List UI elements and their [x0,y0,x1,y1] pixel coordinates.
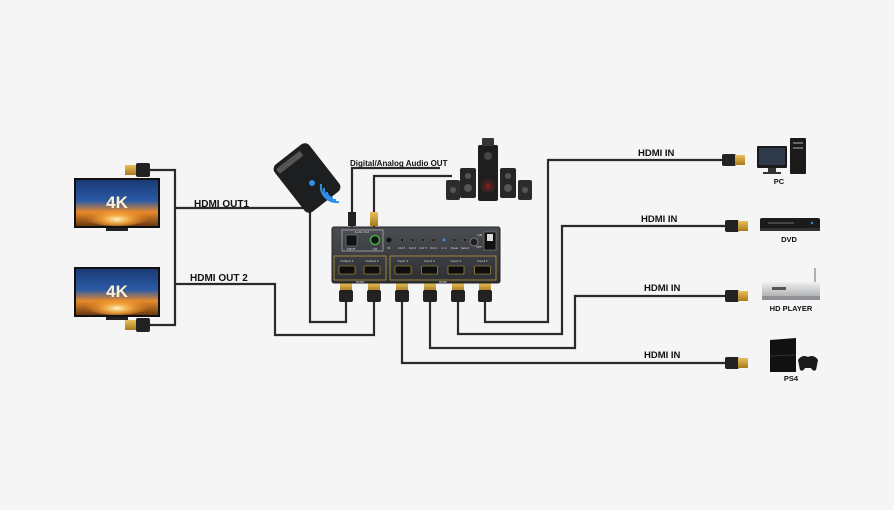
cable-input2-dvd [456,224,728,336]
hdmi-plug-pc [722,154,745,166]
cable-input1-pc [483,158,725,324]
speaker-system [446,138,532,201]
panel-ir-label: IR [388,246,391,250]
label-hdmi-out1: HDMI OUT1 [194,199,249,210]
hdmi-ports: Output 1 Output 2 Input 4 Input 3 Input 2 Inp… [338,259,491,275]
status-led-label: Power [451,246,460,250]
hdmi-plug-in1 [478,283,492,302]
panel-spdif-label: SPDIF [347,247,356,251]
output-port-label: Output 2 [365,259,378,263]
cable-tv-link [148,168,177,327]
remote-control [273,143,341,213]
status-led-label: Select [461,246,469,250]
ir-receiver [386,237,392,243]
input-hdmi-port[interactable] [474,265,491,275]
device-label-ps4: PS4 [784,374,799,383]
tv-top-4k-text: 4K [106,193,128,212]
input-port-label: Input 1 [477,259,488,263]
wireless-signal-icon [319,183,340,204]
panel-audio-out-title: Audio Out [355,230,371,234]
cable-hdmi-out1 [175,206,348,324]
status-led-label: Out 1 [398,246,406,250]
hdmi-plug-dvd [725,220,748,232]
dvd-device [760,218,820,231]
status-led-label: Out 4 [430,246,438,250]
ps4-device [769,338,818,372]
hdmi-plug-in3 [423,283,437,302]
hdmi-plug-ps4 [725,357,748,369]
power-on-label: ON [477,233,482,237]
select-button[interactable] [469,237,479,247]
panel-hdmi-in-caption: HDMI [439,280,447,284]
status-led [400,238,404,242]
device-label-dvd: DVD [781,235,797,244]
input-port-label: Input 2 [451,259,462,263]
status-led-label: Out 2 [409,246,417,250]
status-led [463,238,467,242]
audio-plug-analog [370,212,378,226]
label-hdmi-in-pc: HDMI IN [638,148,675,159]
hdmi-plugs [125,154,748,369]
status-led [431,238,436,242]
power-off-label: OFF [476,245,482,249]
hdmi-plug-hdplayer [725,290,748,302]
status-led [421,238,425,242]
status-led-label: In 1 [442,246,447,250]
panel-hdmi-out-caption: HDMI [356,280,364,284]
cable-input4-ps4 [400,300,728,365]
cable-hdmi-out2 [175,282,376,337]
status-led [452,238,457,242]
device-label-pc: PC [774,177,785,186]
label-hdmi-out2: HDMI OUT 2 [190,273,248,284]
output-hdmi-port[interactable] [363,265,381,275]
status-led [442,238,446,242]
hdmi-plug-in4 [395,283,409,302]
status-led [410,238,415,242]
cable-input3-hdplayer [428,294,728,350]
pc-device [757,138,806,174]
output-hdmi-port[interactable] [338,265,356,275]
status-led-label: Out 3 [419,246,427,250]
hdmi-plug-tv1 [125,163,150,177]
hdmi-plug-tv2 [125,318,150,332]
input-port-label: Input 3 [424,259,435,263]
ps4-controller [798,356,818,371]
label-audio-out: Digital/Analog Audio OUT [350,159,448,168]
input-hdmi-port[interactable] [394,265,412,275]
label-hdmi-in-ps4: HDMI IN [644,350,681,361]
cables [148,158,728,365]
input-port-label: Input 4 [398,259,409,263]
tv-bottom-4k-text: 4K [106,282,128,301]
cable-audio-analog [372,174,452,228]
analog-audio-port [369,234,381,246]
tv-bottom: 4K [74,267,160,320]
input-hdmi-port[interactable] [421,265,438,275]
hdmi-plug-in2 [451,283,465,302]
tv-top: 4K [74,178,160,231]
hd-player-device [762,268,820,300]
output-port-label: Output 1 [340,259,353,263]
label-hdmi-in-dvd: HDMI IN [641,214,678,225]
device-label-hd-player: HD PLAYER [770,304,813,313]
spdif-port [345,234,358,247]
hdmi-plug-out1 [339,283,353,302]
input-hdmi-port[interactable] [447,265,465,275]
label-hdmi-in-hd: HDMI IN [644,283,681,294]
cable-audio-spdif [350,166,440,228]
panel-lr-label: L/R [373,247,378,251]
audio-plug-spdif [348,212,356,226]
hdmi-plug-out2 [367,283,381,302]
